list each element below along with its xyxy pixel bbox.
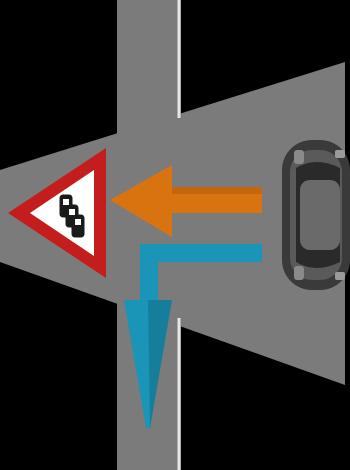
car-top-view-icon [282,140,350,290]
